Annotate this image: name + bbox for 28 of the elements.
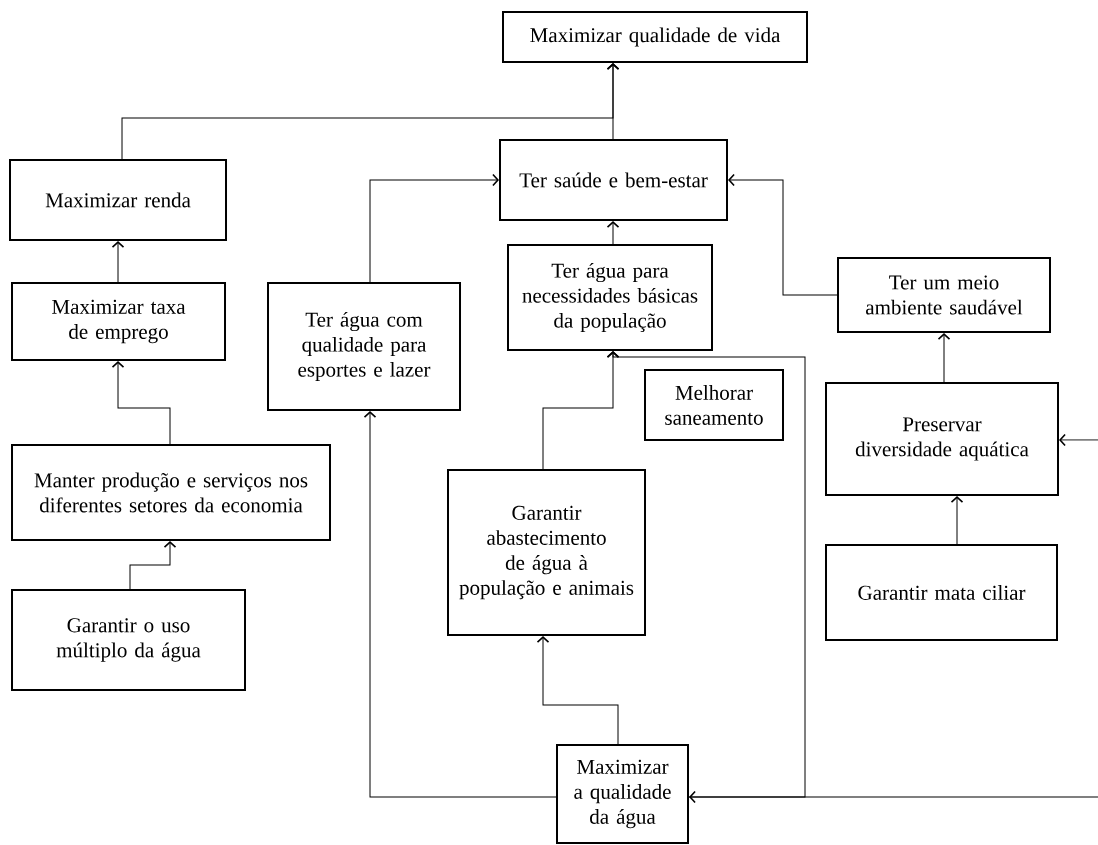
arrow	[369, 173, 499, 283]
arrow	[363, 411, 557, 798]
arrow	[111, 241, 125, 283]
arrow	[689, 790, 1098, 804]
arrow	[606, 221, 620, 245]
goal-box: Preservar diversidade aquática	[825, 382, 1059, 496]
goal-box: Maximizar a qualidade da água	[556, 744, 689, 844]
goal-box: Ter saúde e bem-estar	[499, 139, 728, 221]
goal-box: Ter água para necessidades básicas da população	[507, 244, 713, 351]
goal-box: Garantir mata ciliar	[825, 544, 1058, 641]
goal-box: Maximizar qualidade de vida	[502, 11, 808, 63]
goal-box: Maximizar taxa de emprego	[11, 282, 226, 361]
arrow	[950, 496, 964, 545]
arrow	[111, 361, 171, 445]
goal-box: Ter água com qualidade para esportes e lazer	[267, 282, 461, 411]
arrow	[536, 636, 619, 745]
arrow	[728, 173, 838, 296]
goal-box: Garantir o uso múltiplo da água	[11, 589, 246, 691]
goal-box: Melhorar saneamento	[644, 369, 784, 441]
goal-box: Maximizar renda	[9, 159, 227, 241]
goal-box: Ter um meio ambiente saudável	[837, 257, 1051, 333]
arrow	[937, 333, 951, 383]
arrow	[606, 63, 620, 140]
arrow	[1059, 433, 1098, 447]
arrow	[129, 541, 177, 590]
goal-box: Manter produção e serviços nos diferentes setores da economia	[11, 444, 331, 541]
arrow	[606, 351, 806, 798]
goal-box: Garantir abastecimento de água à população e animais	[447, 469, 646, 636]
